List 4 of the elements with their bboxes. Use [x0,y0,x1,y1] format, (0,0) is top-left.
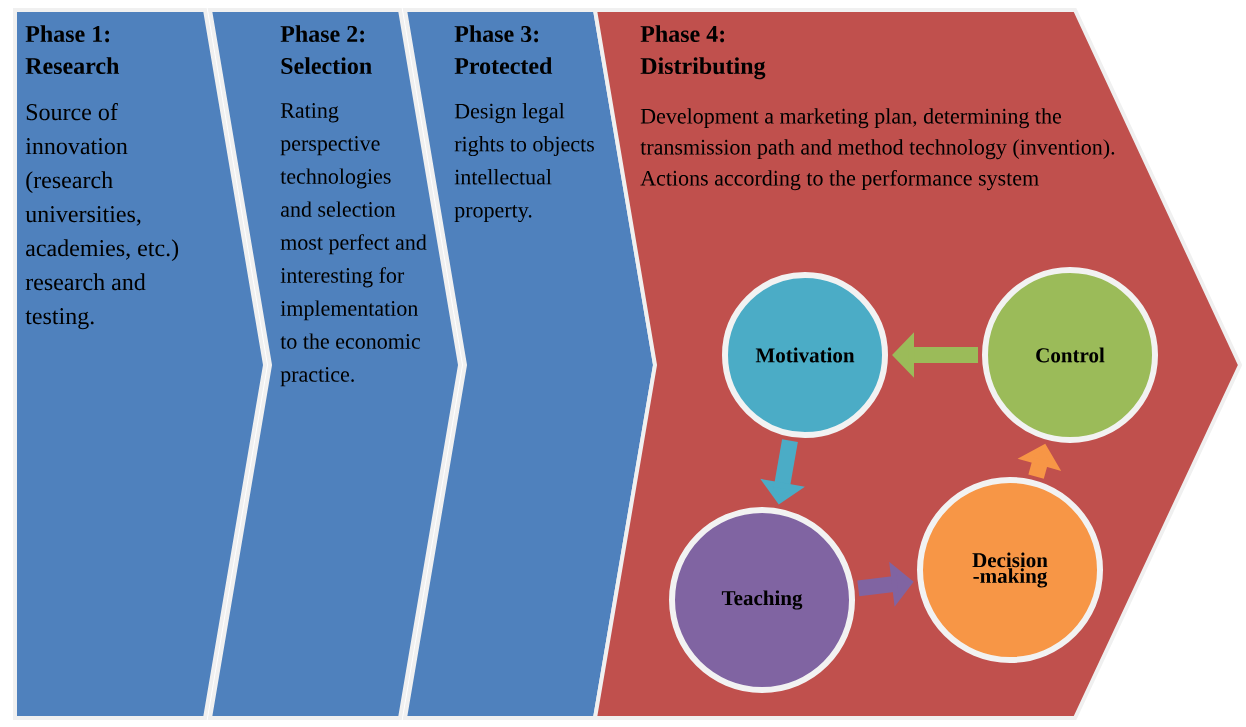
node-label: Phase 1: Research [25,25,120,75]
node-label: Phase 2: Selection [280,25,372,75]
chevron-panel: Phase 1: Research Source of innovation (research universities, academies, etc.) research and testing. [13,8,268,720]
node-label: Source of innovation (research universities, academies, etc.) research and testing. [25,103,179,330]
